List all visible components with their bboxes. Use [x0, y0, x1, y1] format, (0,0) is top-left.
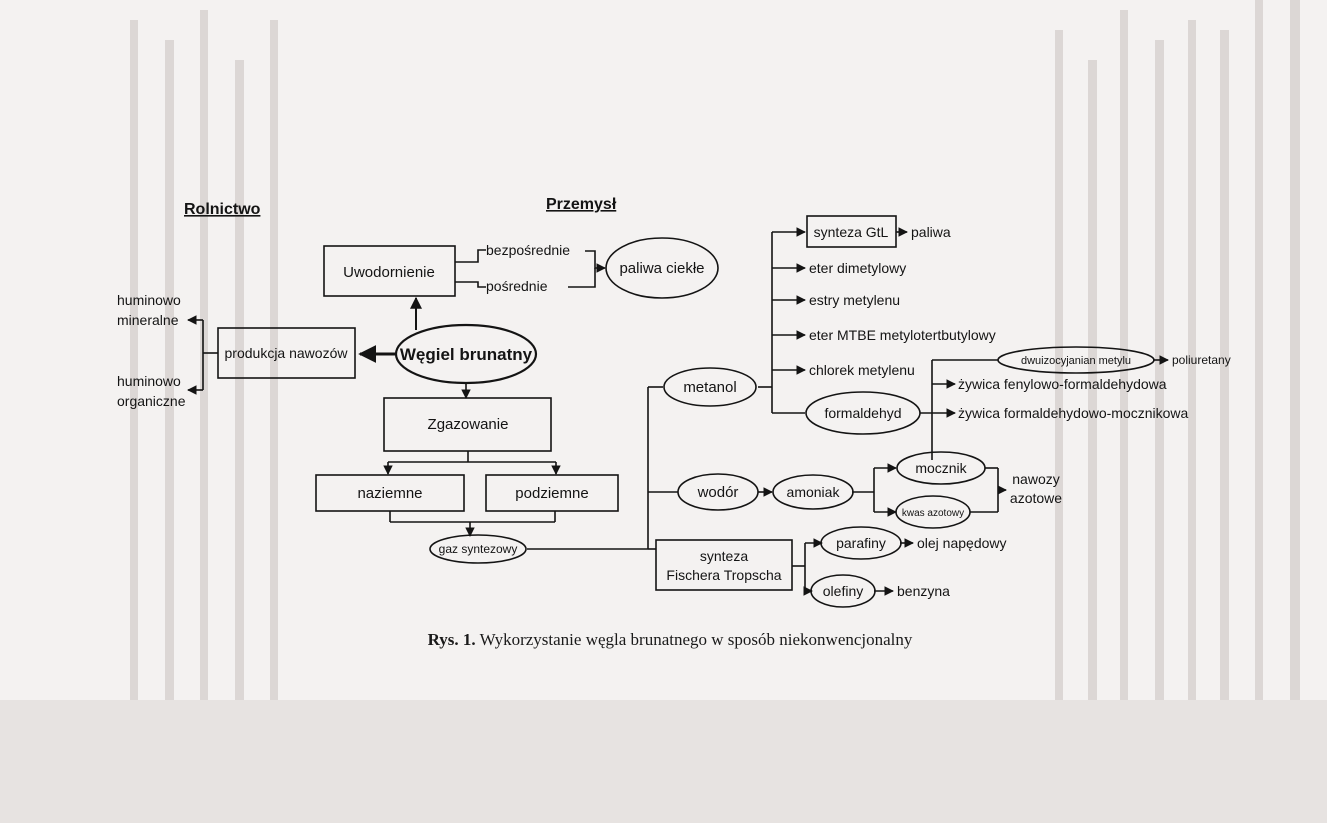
label-mtbe: eter MTBE metylotertbutylowy	[809, 327, 996, 343]
label-syngas: gaz syntezowy	[439, 542, 518, 556]
node-mdi-ellipse	[997, 346, 1155, 374]
label-methanol: metanol	[683, 379, 736, 396]
node-gasification-box	[383, 397, 552, 452]
edge-hydrogenation-indirect	[455, 281, 486, 288]
node-paraffins-ellipse	[820, 526, 902, 560]
node-hydrogenation-box	[323, 245, 456, 297]
label-methylene-chloride: chlorek metylenu	[809, 362, 915, 378]
node-olefins-ellipse	[810, 574, 876, 608]
heading-industry: Przemysł	[546, 196, 617, 213]
node-syngas-ellipse	[429, 534, 527, 564]
node-nitric-acid-ellipse	[895, 495, 971, 529]
node-liquid-fuels-ellipse	[605, 237, 719, 299]
label-ftsynth-1: synteza	[700, 548, 748, 564]
label-surface: naziemne	[357, 485, 422, 502]
label-urea: mocznik	[915, 460, 967, 476]
label-ftsynth-2: Fischera Tropscha	[666, 567, 781, 583]
label-formaldehyde: formaldehyd	[824, 405, 901, 421]
label-direct: bezpośrednie	[486, 242, 570, 258]
node-methanol-ellipse	[663, 367, 757, 407]
label-gasoline: benzyna	[897, 583, 950, 599]
label-phenol-resin: żywica fenylowo-formaldehydowa	[958, 376, 1167, 392]
figure-caption: Rys. 1. Wykorzystanie węgla brunatnego w…	[390, 630, 950, 650]
label-humin-mineral-1: huminowo	[117, 292, 181, 308]
label-center: Węgiel brunatny	[400, 345, 533, 364]
label-humin-organic-2: organiczne	[117, 393, 186, 409]
label-ammonia: amoniak	[787, 484, 841, 500]
edge-hydrogenation-direct	[455, 249, 486, 263]
label-nitric-acid: kwas azotowy	[902, 508, 964, 519]
node-ammonia-ellipse	[772, 474, 854, 510]
label-fuels: paliwa	[911, 224, 951, 240]
label-fertilizer: produkcja nawozów	[225, 345, 349, 361]
label-humin-organic-1: huminowo	[117, 373, 181, 389]
label-urea-resin: żywica formaldehydowo-mocznikowa	[958, 405, 1189, 421]
label-mdi: dwuizocyjanian metylu	[1021, 355, 1131, 367]
node-center-ellipse	[394, 323, 538, 385]
node-surface-box	[315, 474, 465, 512]
label-gasification: Zgazowanie	[428, 416, 509, 433]
node-urea-ellipse	[896, 451, 986, 485]
label-underground: podziemne	[515, 485, 588, 502]
label-humin-mineral-2: mineralne	[117, 312, 179, 328]
label-nitrogen-fert-1: nawozy	[1012, 471, 1059, 487]
label-diesel: olej napędowy	[917, 535, 1007, 551]
node-ftsynth-box	[655, 539, 793, 591]
heading-agriculture: Rolnictwo	[184, 201, 261, 218]
label-nitrogen-fert-2: azotowe	[1010, 490, 1062, 506]
node-hydrogen-ellipse	[677, 473, 759, 511]
label-dme: eter dimetylowy	[809, 260, 906, 276]
label-paraffins: parafiny	[836, 535, 886, 551]
label-olefins: olefiny	[823, 583, 863, 599]
label-methyl-esters: estry metylenu	[809, 292, 900, 308]
label-indirect: pośrednie	[486, 278, 548, 294]
label-gtl: synteza GtL	[814, 224, 889, 240]
caption-label: Rys. 1.	[427, 630, 476, 649]
label-polyurethanes: poliuretany	[1172, 353, 1231, 367]
node-formaldehyde-ellipse	[805, 391, 921, 435]
label-hydrogenation: Uwodornienie	[343, 264, 435, 281]
label-hydrogen: wodór	[697, 484, 739, 501]
node-underground-box	[485, 474, 619, 512]
node-gtl-box	[806, 215, 897, 248]
caption-text: Wykorzystanie węgla brunatnego w sposób …	[475, 630, 913, 649]
label-liquid-fuels: paliwa ciekłe	[619, 260, 704, 277]
node-fertilizer-box	[217, 327, 356, 379]
